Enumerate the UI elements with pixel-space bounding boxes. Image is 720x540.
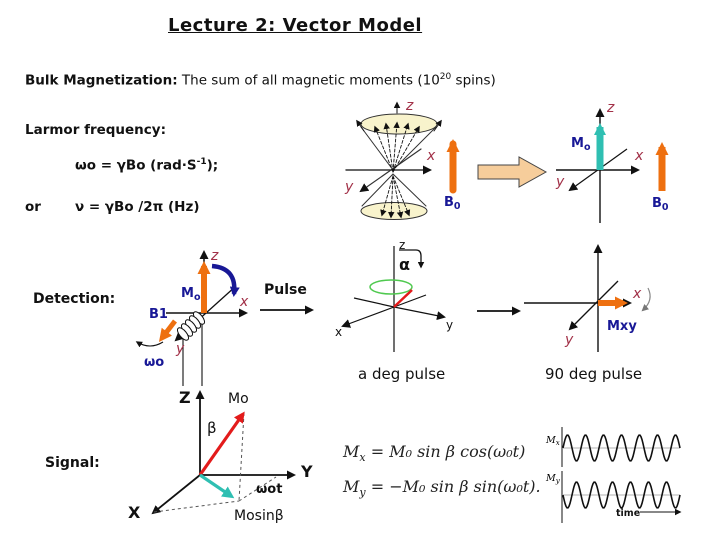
equil-z-label: z [606, 100, 615, 116]
signal-vector-diagram: Z Y X Mo β ωot Mosinβ [128, 388, 313, 524]
cone-y-axis [359, 148, 422, 193]
my-wave [562, 481, 681, 509]
b0-label: B0 [444, 195, 461, 212]
b1-arrow [158, 319, 177, 342]
projection-dashes [153, 412, 277, 513]
sig-projection-arrow [199, 473, 235, 499]
waveform-plots: Mx My time [545, 427, 682, 523]
alpha-y-axis [393, 306, 446, 321]
projection-label: Mosinβ [234, 508, 284, 524]
detection-coil [176, 311, 206, 341]
pulse-label: Pulse [264, 282, 307, 298]
sig-x-axis [151, 474, 201, 515]
caption-90-pulse: 90 deg pulse [545, 365, 643, 383]
precession-rotation-arrow [211, 263, 240, 297]
mxy-rotation-arrow [641, 287, 651, 312]
precession-circle [369, 279, 413, 295]
det-z-label: z [210, 248, 219, 264]
larmor-equation-1: ωo = γBo (rad·S-1); [75, 157, 219, 174]
alpha-pulse-diagram: z x y α [335, 238, 453, 352]
sig-z-label: Z [179, 388, 191, 407]
upper-spin-arrows [373, 121, 420, 173]
cone-x-label: x [426, 148, 436, 164]
my-wave-label: My [545, 473, 561, 485]
alpha-z-label: z [399, 238, 405, 252]
beta-label: β [207, 419, 217, 437]
larmor-heading: Larmor frequency: [25, 122, 166, 138]
spin-cones-diagram: z x y B0 [344, 98, 461, 220]
detection-coil-diagram: Mo B1 ωo z x y [135, 248, 249, 386]
page-title: Lecture 2: Vector Model [168, 15, 423, 36]
sig-y-label: Y [300, 462, 313, 481]
magnetization-equations: Mx = M₀ sin β cos(ω₀t) My = −M₀ sin β si… [343, 437, 541, 507]
det-x-label: x [239, 294, 249, 310]
mx-wave-label: Mx [545, 435, 560, 447]
omega0-rotation-arrow [135, 341, 164, 348]
omega0-label: ωo [144, 355, 164, 370]
alpha-x-axis [341, 306, 395, 328]
mxy-y-label: y [564, 332, 574, 348]
equilibrium-diagram: Mo z x y B0 [555, 100, 669, 223]
caption-alpha-pulse: a deg pulse [358, 365, 446, 383]
sig-m0-arrow [198, 411, 245, 476]
det-m0-label: Mo [181, 286, 201, 303]
upper-cone-rim [360, 113, 438, 135]
detection-heading: Detection: [33, 291, 116, 307]
alpha-label: α [399, 255, 410, 274]
equil-x-label: x [634, 148, 644, 164]
alpha-rotation-arrow [399, 249, 425, 269]
m0-label: Mo [571, 136, 591, 153]
mx-wave [562, 434, 681, 462]
cone-z-label: z [405, 98, 414, 114]
cone-y-label: y [344, 179, 354, 195]
b0-label-2: B0 [652, 196, 669, 213]
equil-y-label: y [555, 174, 565, 190]
mxy-y-axis [568, 280, 619, 331]
transition-block-arrow [477, 156, 548, 188]
sig-x-label: X [128, 503, 141, 522]
b1-label: B1 [149, 307, 168, 322]
alpha-y-label: y [446, 318, 453, 332]
omega-t-label: ωot [256, 482, 282, 497]
mxy-x-label: x [632, 286, 642, 302]
alpha-x-label: x [335, 325, 342, 339]
bulk-magnetization-line: Bulk Magnetization: The sum of all magne… [25, 72, 496, 89]
lower-cone-rim [360, 202, 428, 220]
tilted-m-vector [393, 289, 413, 308]
ninety-deg-diagram: Mxy x y [524, 244, 651, 352]
lower-spin-arrows [380, 175, 411, 219]
sig-m0-label: Mo [228, 391, 249, 407]
equation-mx: Mx = M₀ sin β cos(ω₀t) [343, 442, 526, 465]
time-label: time [616, 508, 640, 519]
equation-my: My = −M₀ sin β sin(ω₀t). [343, 477, 541, 500]
signal-heading: Signal: [45, 455, 100, 471]
det-y-label: y [175, 341, 185, 357]
mxy-label: Mxy [607, 319, 637, 334]
